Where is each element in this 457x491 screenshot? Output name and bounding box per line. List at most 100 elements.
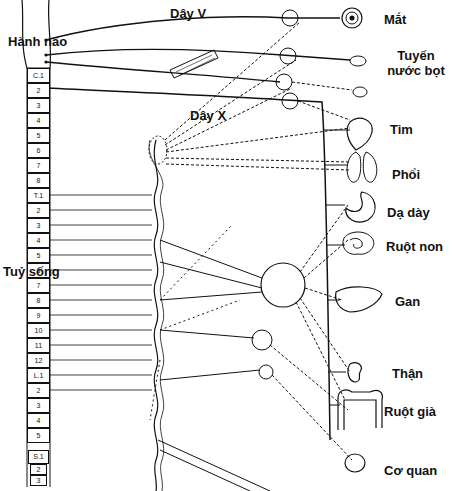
organ-label: Mắt bbox=[384, 12, 406, 27]
salivary-gland bbox=[350, 56, 366, 66]
segment-number: 3 bbox=[37, 402, 41, 410]
mesenteric-ganglion bbox=[252, 330, 272, 350]
lung-organ bbox=[347, 152, 377, 182]
ganglion-circle bbox=[276, 74, 292, 90]
organ-label: Gan bbox=[395, 294, 420, 309]
segment-number: 3 bbox=[37, 477, 41, 485]
segment-number: 8 bbox=[37, 297, 41, 305]
eye-organ bbox=[346, 12, 358, 24]
segment-number: T.1 bbox=[34, 192, 43, 200]
organ-label: Tuyến nước bọt bbox=[381, 48, 451, 78]
segment-number: S.1 bbox=[33, 453, 44, 461]
ganglion-circle bbox=[282, 93, 298, 109]
postganglionic-fiber bbox=[165, 22, 350, 170]
vagus-branch bbox=[324, 130, 350, 405]
segment-number: 4 bbox=[37, 117, 41, 125]
segment-number: 5 bbox=[37, 432, 41, 440]
segment-number: 3 bbox=[37, 102, 41, 110]
cervical-ganglion bbox=[149, 136, 167, 164]
segment-number: 12 bbox=[35, 357, 43, 365]
colon-organ bbox=[338, 390, 382, 430]
segment-number: 8 bbox=[37, 177, 41, 185]
organ-label: Phổi bbox=[392, 167, 420, 182]
spinal-segment: 2 bbox=[30, 464, 47, 475]
sympathetic-chain bbox=[154, 140, 157, 491]
cranial-nerve bbox=[46, 62, 280, 82]
kidney-organ bbox=[348, 363, 361, 382]
spinal-segment: 7 bbox=[27, 278, 50, 293]
segment-number: 7 bbox=[37, 282, 41, 290]
ganglion-circle bbox=[282, 10, 298, 26]
segment-number: 4 bbox=[37, 237, 41, 245]
spinal-segment: S.1 bbox=[28, 450, 49, 464]
spinal-segment: 8 bbox=[27, 293, 50, 308]
spinal-segment: 5 bbox=[27, 248, 50, 263]
eye-organ bbox=[342, 8, 362, 28]
organ-label: Ruột già bbox=[384, 404, 436, 419]
small-intestine-organ bbox=[343, 232, 374, 254]
spinal-segment: 5 bbox=[27, 428, 50, 443]
organ-label: Thận bbox=[392, 366, 423, 381]
sympathetic-chain bbox=[149, 140, 164, 491]
pelvic-nerve bbox=[158, 440, 270, 491]
spinal-segment: T.1 bbox=[27, 188, 50, 203]
postganglionic-fiber bbox=[270, 205, 352, 460]
segment-number: C.1 bbox=[33, 72, 44, 80]
segment-number: 2 bbox=[37, 87, 41, 95]
spinal-segment: 2 bbox=[27, 383, 50, 398]
segment-number: 2 bbox=[37, 466, 41, 474]
spinal-segment: 4 bbox=[27, 413, 50, 428]
segment-number: 7 bbox=[37, 162, 41, 170]
spinal-segment: 4 bbox=[27, 113, 50, 128]
organ-label: Dạ dày bbox=[387, 205, 430, 220]
segment-number: 2 bbox=[37, 207, 41, 215]
organ-label: Dây V bbox=[170, 6, 206, 21]
bladder-organ bbox=[345, 454, 365, 472]
heart-organ bbox=[347, 118, 372, 150]
organ-label: Tim bbox=[390, 122, 413, 137]
segment-number: 9 bbox=[37, 312, 41, 320]
postganglionic-fiber bbox=[292, 82, 352, 120]
salivary-gland bbox=[353, 87, 367, 97]
segment-number: 4 bbox=[37, 417, 41, 425]
segment-number: 2 bbox=[37, 387, 41, 395]
spinal-segment: 10 bbox=[27, 323, 50, 338]
spinal-segment: 12 bbox=[27, 353, 50, 368]
spinal-segment: 2 bbox=[27, 83, 50, 98]
organ-label: Dây X bbox=[190, 108, 226, 123]
mesenteric-ganglion bbox=[259, 365, 273, 379]
splanchnic-nerve bbox=[160, 240, 262, 380]
segment-number: 3 bbox=[37, 222, 41, 230]
stomach-organ bbox=[346, 192, 375, 222]
region-label: Tuỷ sống bbox=[3, 264, 60, 279]
segment-number: 6 bbox=[37, 147, 41, 155]
spinal-segment: 4 bbox=[27, 233, 50, 248]
ganglion-circle bbox=[280, 48, 296, 64]
spinal-segment: C.1 bbox=[27, 68, 50, 83]
liver-organ bbox=[336, 287, 382, 312]
spinal-segment: 8 bbox=[27, 173, 50, 188]
segment-number: 5 bbox=[37, 252, 41, 260]
spinal-segment: 3 bbox=[30, 475, 47, 486]
gray-ramus bbox=[150, 225, 240, 420]
spinal-segment: 11 bbox=[27, 338, 50, 353]
eye-organ bbox=[350, 16, 355, 21]
segment-number: 11 bbox=[35, 342, 42, 350]
organ-label: Ruột non bbox=[386, 239, 443, 254]
nerve-bundle bbox=[176, 55, 215, 75]
segment-number: 5 bbox=[37, 132, 41, 140]
spinal-segment: 3 bbox=[27, 98, 50, 113]
spinal-segment: 6 bbox=[27, 143, 50, 158]
preganglionic-fiber bbox=[50, 195, 152, 390]
spinal-segment: 5 bbox=[27, 128, 50, 143]
spinal-segment: 2 bbox=[27, 203, 50, 218]
spinal-segment: 9 bbox=[27, 308, 50, 323]
segment-number: L.1 bbox=[34, 372, 44, 380]
spinal-segment: 3 bbox=[27, 218, 50, 233]
spinal-segment: 3 bbox=[27, 398, 50, 413]
celiac-ganglion bbox=[261, 263, 305, 307]
spinal-segment: L.1 bbox=[27, 368, 50, 383]
vagus-nerve bbox=[46, 88, 330, 440]
organ-label: Cơ quan bbox=[384, 463, 437, 478]
cranial-nerve bbox=[46, 49, 350, 60]
